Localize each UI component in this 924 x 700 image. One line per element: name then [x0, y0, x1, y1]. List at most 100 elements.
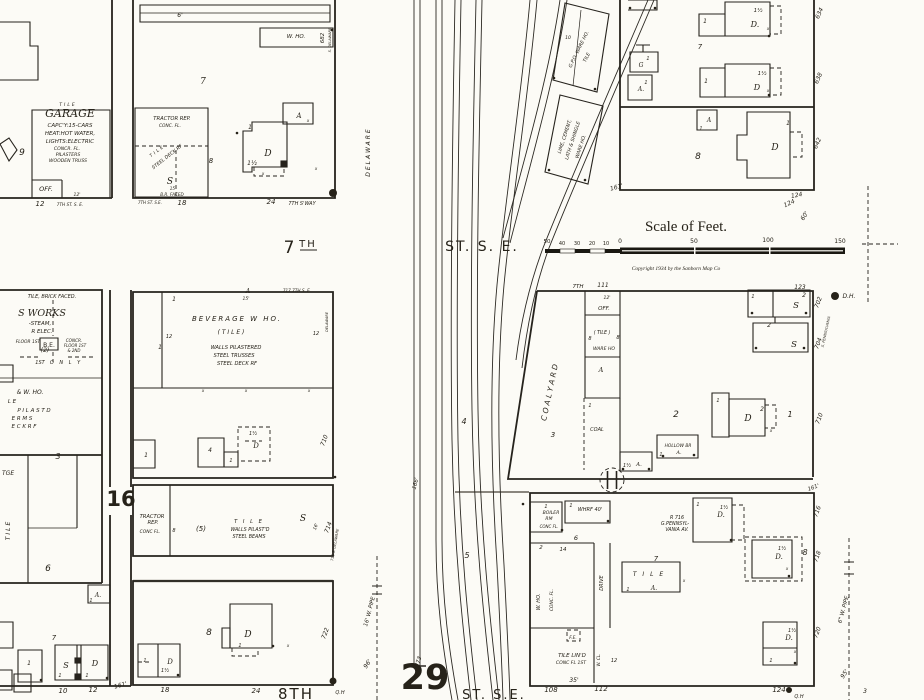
works-block-label: B.E.: [43, 342, 55, 349]
scale-bar: [545, 247, 845, 254]
tractor-block-label: 8: [172, 528, 175, 534]
railroad-label: 166': [412, 477, 421, 490]
railroad-label: 5: [464, 551, 469, 560]
coal-yard-block-label: 1: [787, 410, 792, 419]
wall-marks-label: x: [793, 649, 797, 654]
works-block-label: FLOOR 1ST: [64, 343, 87, 348]
block-n-label: D: [263, 149, 271, 159]
works-block-label: FLOOR 1ST: [16, 339, 41, 345]
block-sw-label: TGE: [2, 470, 14, 477]
block-se-label: 8: [802, 548, 807, 557]
block-se-label: 716: [812, 505, 823, 518]
corner-dot: [39, 678, 43, 682]
corner-dot: [282, 161, 286, 165]
corner-dot: [333, 475, 337, 479]
wall-marks-label: x: [286, 643, 290, 648]
coal-yard-block-label: ( TILE ): [594, 330, 611, 336]
beverage-block-label: A: [245, 288, 251, 295]
block-n-label: 6': [177, 12, 183, 19]
coal-yard-block-label: C O A L Y A R D: [539, 363, 560, 422]
block-sw-label: TILE: [5, 520, 12, 541]
scale-area-label: 30: [574, 241, 580, 247]
block-ne-label: 161': [609, 182, 624, 192]
scale-area-label: Copyright 1934 by the Sanborn Map Co: [632, 265, 721, 272]
scale-area-label: 124: [783, 198, 797, 209]
block-se-label: CONC. FL.: [549, 589, 555, 611]
block-nw-label: OFF.: [39, 185, 53, 193]
block-se-label: 1: [769, 658, 772, 664]
block-se-label: 14: [560, 547, 567, 553]
beverage-block-label: 1: [172, 296, 176, 303]
scale-area-label: 150: [834, 238, 846, 245]
block-s-label: 24: [252, 687, 261, 695]
coal-yard-block-label: 3: [551, 431, 555, 439]
corner-dot: [593, 87, 597, 91]
warehouses-label: TILE: [582, 51, 592, 64]
block-se-label: D.: [784, 634, 793, 642]
railroad-label: 29: [401, 658, 450, 698]
block-se-label: 1: [569, 503, 572, 509]
block-n-label: S: [167, 177, 173, 187]
coal-yard-block-label: 12': [603, 295, 610, 301]
seventh-street-label: 123: [794, 284, 806, 291]
works-block-label: R ELEC.: [31, 329, 52, 335]
corner-dot: [653, 6, 657, 10]
block-ne-label: D: [753, 83, 761, 92]
corner-dot: [692, 453, 696, 457]
works-block-label: TILE, BRICK FACED.: [28, 294, 76, 300]
block-nw-label: 9: [19, 148, 25, 158]
corner-dot: [787, 574, 791, 578]
block-ne-label: D.: [750, 20, 760, 29]
corner-dot: [560, 528, 564, 532]
block-n-label: 7TH ST. S.E.: [138, 200, 162, 205]
railroad-label: 4: [461, 417, 466, 426]
beverage-block-label: 15': [242, 296, 249, 302]
beverage-block-label: 12: [313, 331, 319, 337]
block-ne-label: 1: [703, 18, 707, 25]
block-se-label: R 716: [670, 515, 684, 521]
block-nw-label: CAPC'Y:15-CARS: [48, 123, 93, 129]
beverage-block-label: 1½: [249, 430, 257, 437]
works-block-label: CONCR.: [66, 338, 83, 343]
wall-marks-label: x: [261, 171, 265, 176]
railroad-tracks: [408, 0, 655, 700]
coal-yard-block-label: 2: [802, 292, 806, 299]
block-ne-label: 638: [813, 72, 824, 86]
block-se-label: D.: [716, 511, 725, 519]
block-se-label: 1½: [778, 545, 786, 552]
block-sw-label: 1: [58, 673, 61, 679]
corner-dot: [176, 673, 180, 677]
corner-dot: [767, 34, 771, 38]
block-nw-label: TILE: [59, 102, 76, 108]
block-s-label: 1: [238, 643, 241, 649]
block-s-label: Q.H: [335, 690, 345, 696]
wall-marks-label: x: [766, 26, 770, 31]
seventh-street-label: TH: [298, 239, 317, 250]
delaware-street-label: DELAWARE: [365, 127, 372, 176]
beverage-block-label: 4: [208, 447, 212, 454]
block-se-label: DRIVE: [599, 574, 605, 590]
wall-marks-label: x: [244, 388, 248, 393]
wall-marks-label: x: [314, 166, 318, 171]
block-se-label: CONC FL.: [540, 524, 559, 529]
scale-area-label: 40: [559, 241, 565, 247]
block-s-label: 8: [206, 628, 212, 638]
works-block-label: 1ST: [35, 360, 45, 366]
block-sw-label: 1: [27, 660, 31, 667]
seventh-street-label: 111: [597, 282, 608, 289]
block-n-label: W. HO.: [287, 34, 306, 40]
works-block-label: 3: [55, 452, 60, 461]
block-se-label: 1: [696, 502, 699, 508]
symbol-strokes: [300, 249, 854, 595]
block-se-label: A.: [650, 585, 657, 592]
works-block-label: O N L Y: [50, 360, 82, 366]
scale-area-label: 20: [589, 241, 595, 247]
block-nw-label: CONCR. FL.: [54, 146, 80, 152]
block-nw-label: 12': [73, 192, 80, 198]
coal-yard-block-label: 2: [673, 410, 679, 420]
block-n-label: 15': [170, 186, 176, 191]
block-ne-label: A.: [637, 86, 644, 93]
block-nw-label: LIGHTS:ELECTRIC: [46, 139, 94, 145]
block-s-label: 1½: [161, 667, 169, 674]
